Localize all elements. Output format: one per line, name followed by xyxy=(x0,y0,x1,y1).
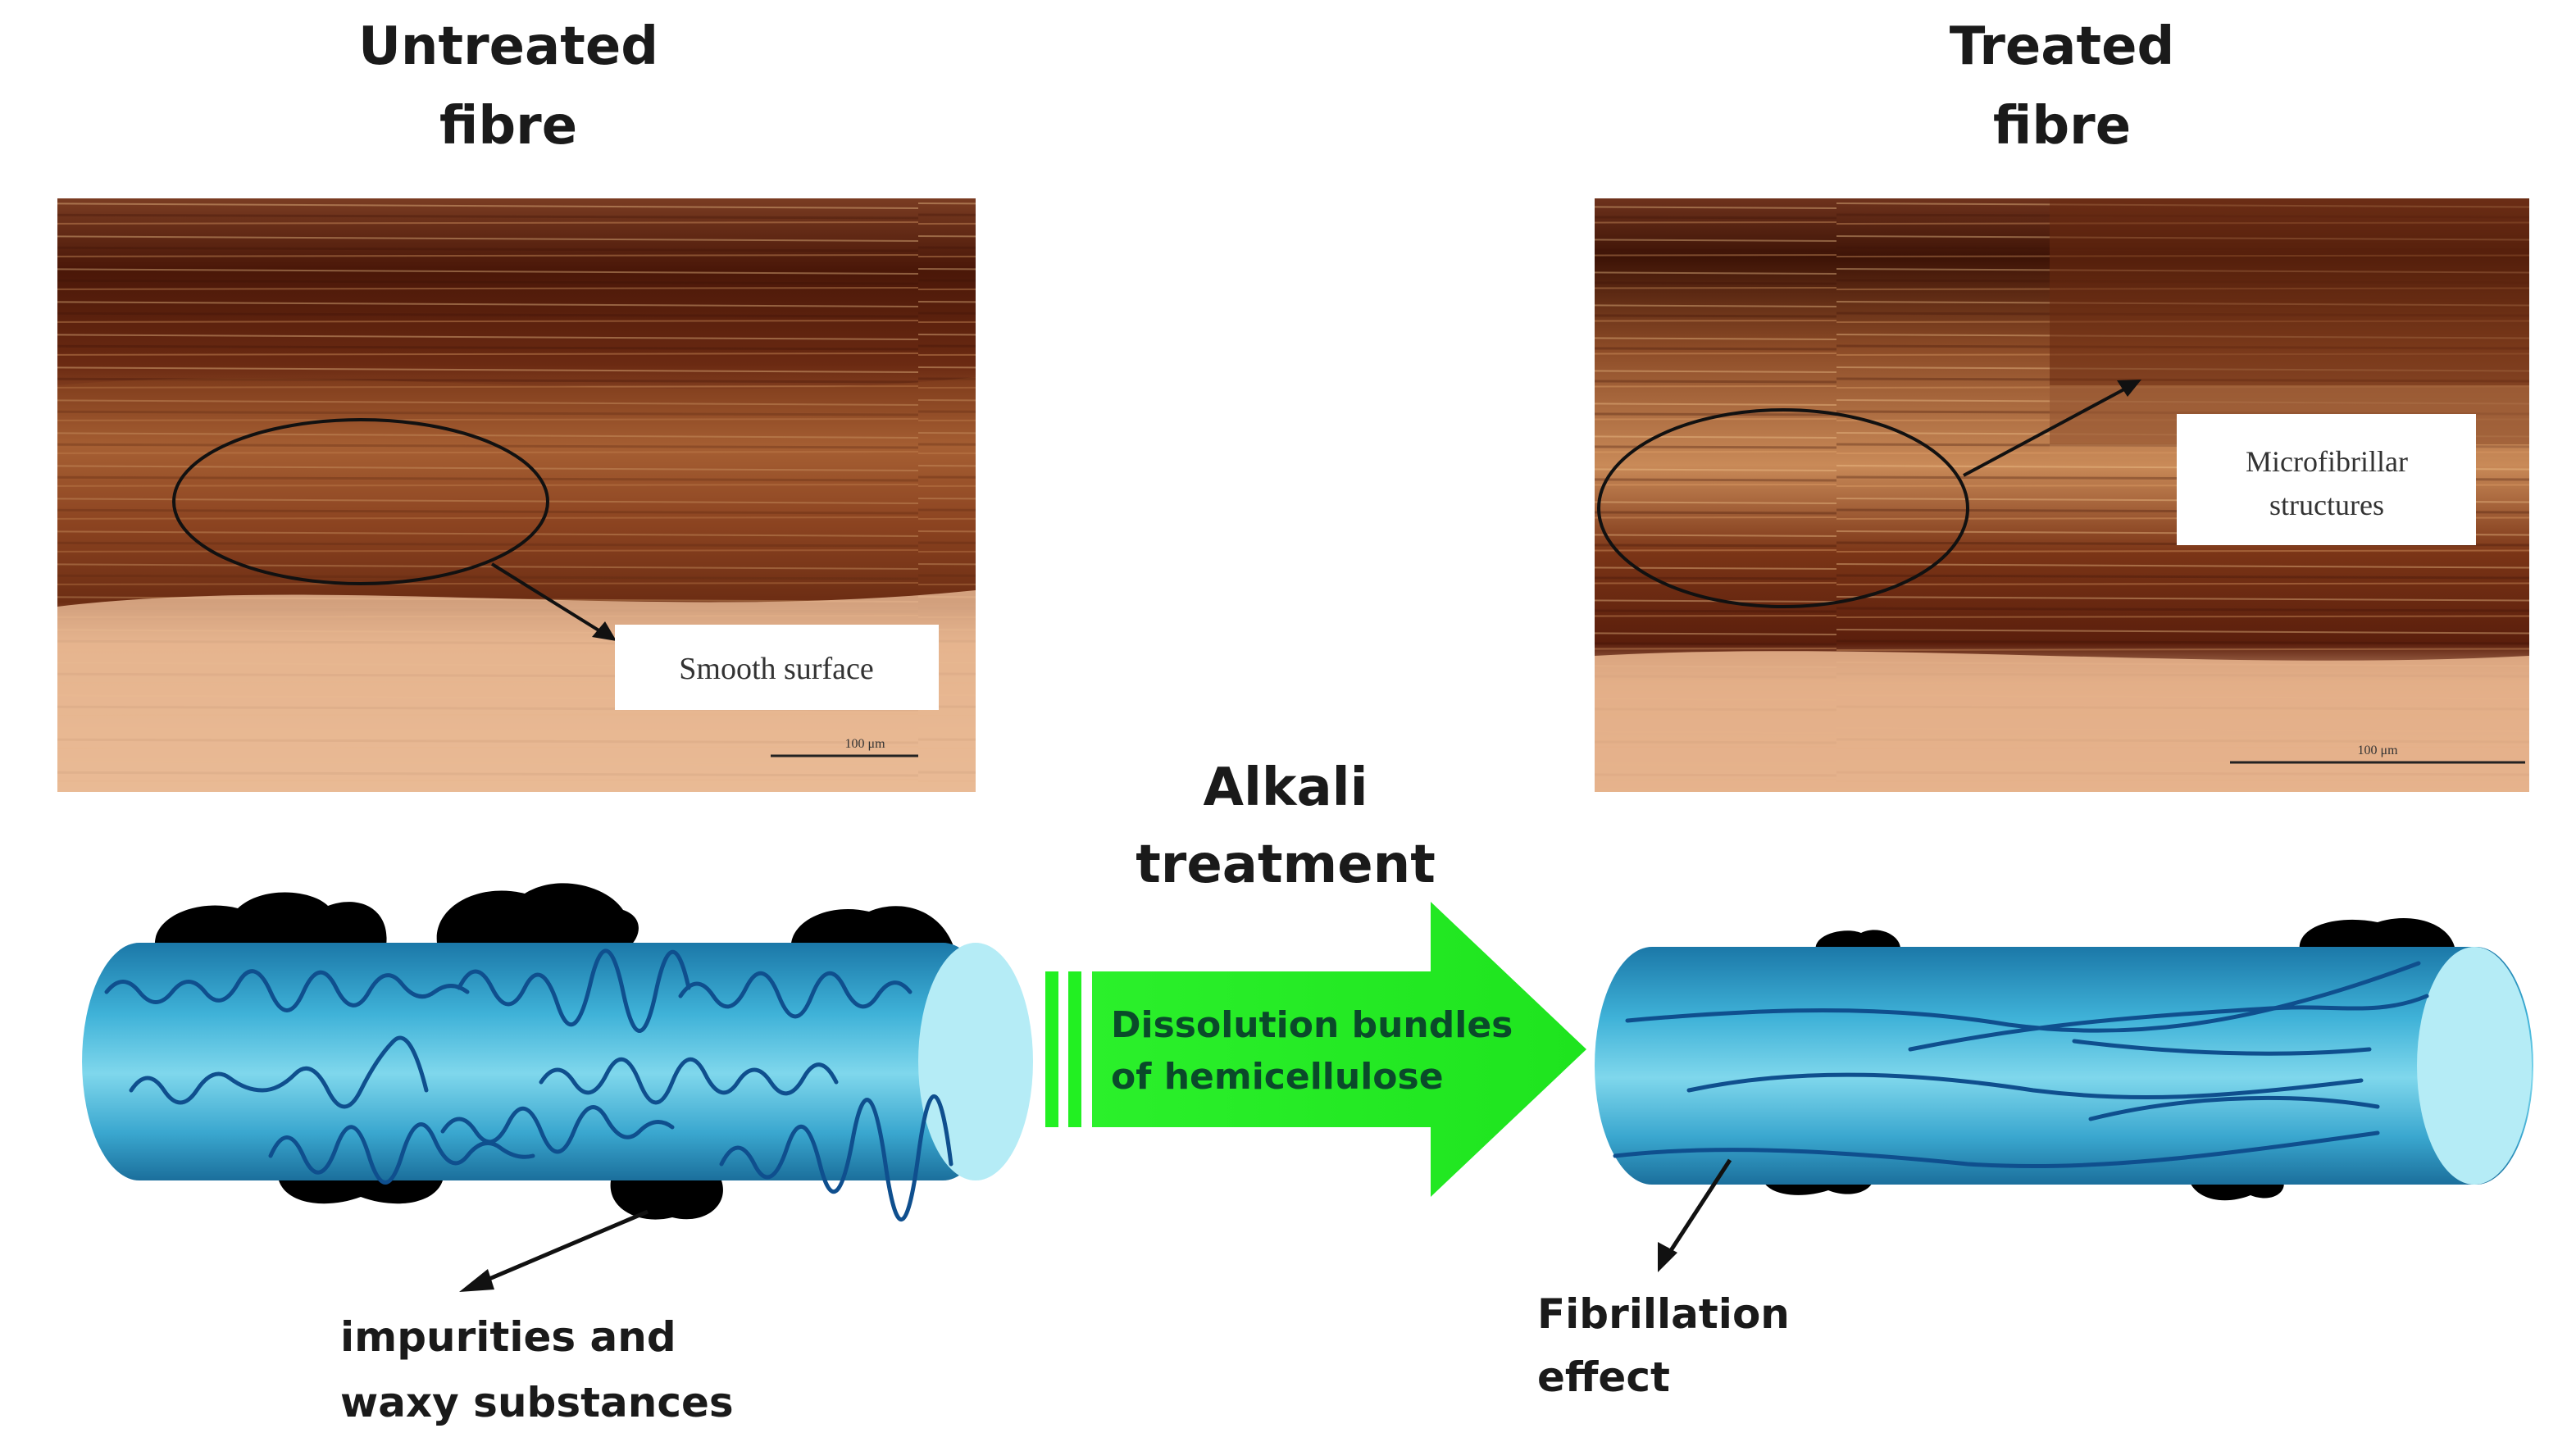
process-title-line1: Alkali xyxy=(1203,757,1368,818)
impurities-label-line2: waxy substances xyxy=(340,1379,734,1426)
impurity-blob xyxy=(1815,930,1901,951)
untreated-highlight-ellipse xyxy=(172,418,549,585)
untreated-title-line1: Untreated xyxy=(358,16,658,77)
impurity-blob xyxy=(610,1180,723,1220)
treated-fibre xyxy=(1595,918,2533,1272)
untreated-callout-box xyxy=(615,625,939,710)
impurity-blob xyxy=(2299,918,2455,951)
impurity-blob xyxy=(790,906,955,951)
untreated-fibre xyxy=(82,883,1033,1292)
fibrillation-label-line2: effect xyxy=(1537,1353,1670,1401)
fibrillation-label-line1: Fibrillation xyxy=(1537,1290,1790,1338)
treated-title-line2: fibre xyxy=(1993,96,2131,157)
treated-highlight-ellipse xyxy=(1597,408,1969,608)
treated-callout-text-line2: structures xyxy=(2269,489,2384,521)
untreated-title-line2: fibre xyxy=(439,96,577,157)
treated-micrograph: Microfibrillar structures 100 μm xyxy=(1595,198,2529,792)
impurity-blob xyxy=(279,1180,443,1204)
arrow-text-line2: of hemicellulose xyxy=(1111,1056,1444,1098)
treated-callout-box xyxy=(2177,414,2476,545)
untreated-scale-label: 100 μm xyxy=(844,737,885,751)
process-title-line2: treatment xyxy=(1136,835,1436,895)
treated-callout-text-line1: Microfibrillar xyxy=(2246,445,2408,478)
treated-title-line1: Treated xyxy=(1950,16,2175,77)
treated-scale-label: 100 μm xyxy=(2357,744,2398,757)
impurity-blob xyxy=(2189,1180,2284,1201)
arrow-text-line1: Dissolution bundles xyxy=(1111,1004,1513,1046)
impurity-blob xyxy=(436,883,639,951)
right-arrow-icon xyxy=(1045,902,1586,1197)
impurities-label-line1: impurities and xyxy=(340,1313,676,1361)
untreated-callout-text: Smooth surface xyxy=(679,652,873,686)
untreated-micrograph: Smooth surface 100 μm xyxy=(57,198,976,792)
impurity-blob xyxy=(154,892,387,951)
